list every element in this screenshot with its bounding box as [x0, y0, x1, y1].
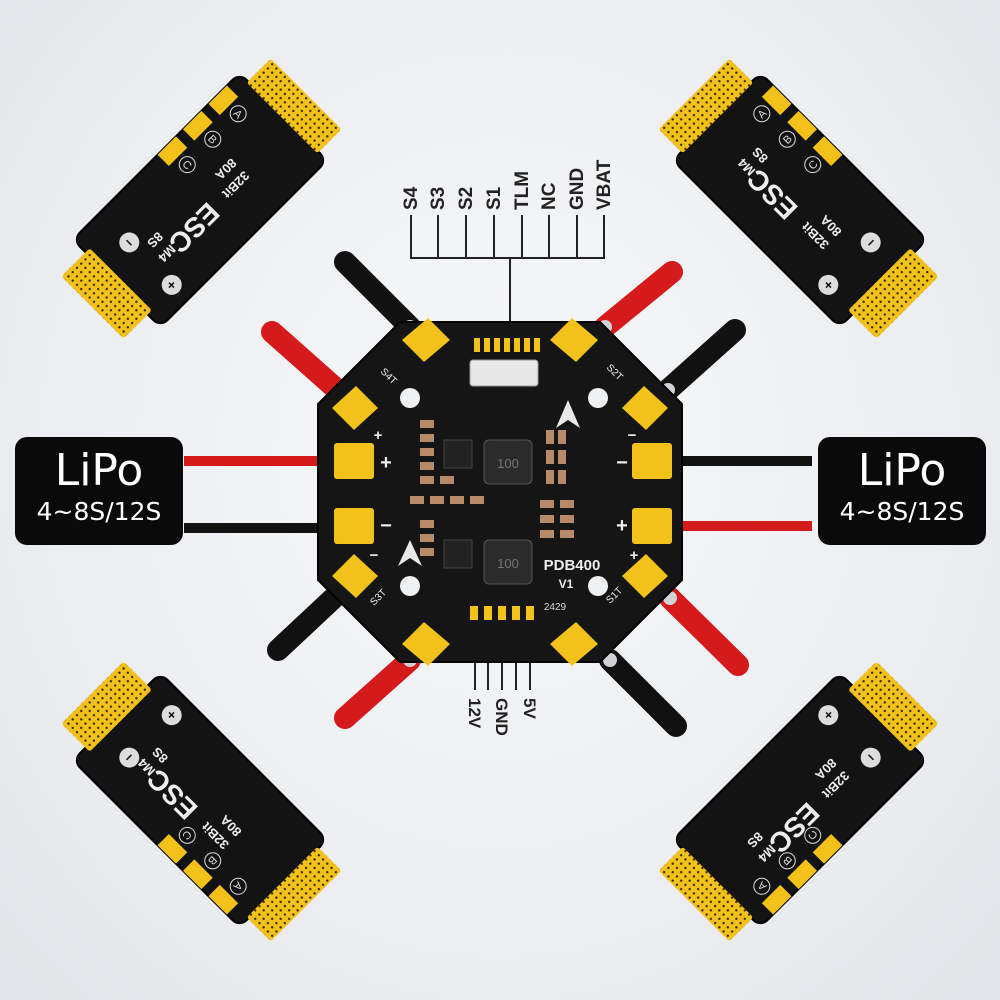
top-pin-labels: VBAT GND NC TLM S1 S2 S3 S4	[401, 159, 615, 210]
battery-left-minus-label: −	[380, 515, 392, 537]
top-pin-connector-lines	[410, 215, 605, 338]
esc-bottom-left: A B C 32Bit ESC M4 80A 8S + −	[62, 662, 341, 941]
board-version: V1	[559, 577, 574, 591]
pad-esc1-negative	[402, 318, 450, 362]
lipo-battery-left: LiPo 4~8S/12S	[15, 437, 183, 545]
esc3-positive-wire	[334, 649, 421, 729]
battery-left-plus-label: +	[380, 452, 392, 474]
esc1-plus-label: +	[374, 427, 383, 444]
pin-label-gnd-bottom: GND	[492, 698, 511, 736]
inductor-bottom-label: 100	[497, 556, 519, 571]
esc3-minus-label: −	[370, 547, 379, 564]
battery-right-minus-label: −	[616, 452, 628, 474]
pin-label-12v: 12V	[465, 698, 484, 729]
pad-battery-right-negative	[632, 443, 672, 479]
inductor-top-label: 100	[497, 456, 519, 471]
lipo-left-title: LiPo	[54, 445, 144, 496]
pad-battery-right-positive	[632, 508, 672, 544]
board-name: PDB400	[544, 557, 601, 574]
bottom-pin-labels: 5V GND 12V	[465, 698, 539, 736]
lipo-right-spec: 4~8S/12S	[839, 497, 965, 526]
pin-label-s2: S2	[456, 187, 477, 210]
inductor-bottom	[483, 539, 533, 585]
esc2-negative-wire	[657, 319, 746, 401]
orientation-arrow-bottom	[398, 540, 422, 566]
pin-label-5v: 5V	[520, 698, 539, 719]
pdb-board: 100 100 PDB400 V1 2429 + − − + + − − + S…	[317, 318, 683, 666]
esc2-minus-label: −	[628, 427, 637, 444]
board-code: 2429	[544, 602, 567, 613]
orientation-arrow-top	[556, 400, 580, 428]
esc-bottom-right: A B C 32Bit ESC M4 80A 8S + −	[659, 662, 938, 941]
pin-label-nc: NC	[539, 182, 560, 210]
pin-label-vbat: VBAT	[594, 159, 615, 210]
esc2-positive-wire	[594, 261, 683, 338]
pad-battery-left-positive	[334, 443, 374, 479]
pad-esc4-negative	[622, 554, 668, 598]
pad-esc3-positive	[402, 622, 450, 666]
pad-battery-left-negative	[334, 508, 374, 544]
esc-top-left: A B C 32Bit ESC M4 80A 8S + −	[62, 59, 341, 338]
inductor-top	[483, 439, 533, 485]
pad-esc1-positive	[332, 386, 378, 430]
esc4-positive-wire	[659, 587, 749, 676]
pin-label-tlm: TLM	[512, 171, 533, 210]
pad-esc4-positive	[550, 622, 598, 666]
pin-label-s3: S3	[428, 187, 449, 210]
lipo-left-spec: 4~8S/12S	[36, 497, 162, 526]
battery-right-plus-label: +	[616, 515, 628, 537]
top-connector-housing	[469, 359, 539, 387]
esc4-plus-label: +	[630, 547, 639, 564]
lipo-right-title: LiPo	[857, 445, 947, 496]
esc3-negative-wire	[267, 581, 351, 661]
esc4-negative-wire	[599, 649, 687, 737]
pad-esc3-negative	[332, 554, 378, 598]
pin-label-s1: S1	[484, 186, 505, 210]
lipo-battery-right: LiPo 4~8S/12S	[818, 437, 986, 545]
esc-top-right: A B C 32Bit ESC M4 80A 8S + −	[659, 59, 938, 338]
pad-esc2-negative	[622, 386, 668, 430]
pin-label-gnd: GND	[567, 168, 588, 210]
pad-esc2-positive	[550, 318, 598, 362]
pin-label-s4: S4	[401, 186, 422, 210]
mounting-holes	[400, 388, 608, 596]
esc1-negative-wire	[334, 251, 421, 338]
esc1-positive-wire	[261, 321, 354, 406]
